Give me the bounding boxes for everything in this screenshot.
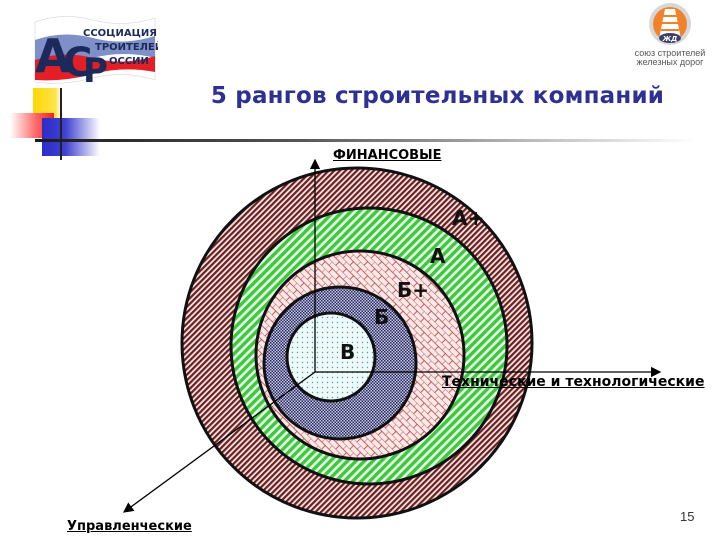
svg-text:А: А xyxy=(35,29,71,83)
svg-text:ЖД: ЖД xyxy=(662,35,678,43)
decor-vertical-line xyxy=(60,88,62,160)
ssjd-logo: ЖД союз строителей железных дорог xyxy=(625,2,715,68)
gear-icon: ЖД xyxy=(649,3,691,45)
asr-flag-icon: А С Р ССОЦИАЦИЯ ТРОИТЕЛЕЙ ОССИИ xyxy=(34,16,158,85)
ring-label-a-plus: А+ xyxy=(452,206,485,230)
svg-text:ОССИИ: ОССИИ xyxy=(109,56,149,67)
decor-blue-square xyxy=(42,118,100,156)
asr-logo: А С Р ССОЦИАЦИЯ ТРОИТЕЛЕЙ ОССИИ xyxy=(33,10,158,85)
svg-text:ССОЦИАЦИЯ: ССОЦИАЦИЯ xyxy=(83,28,157,39)
svg-text:Р: Р xyxy=(83,51,108,85)
svg-text:железных дорог: железных дорог xyxy=(637,57,705,67)
page-title: 5 рангов строительных компаний xyxy=(210,83,665,109)
ring-label-b: Б xyxy=(374,305,390,329)
axis-label-technical: Технические и технологические xyxy=(442,374,705,390)
svg-text:союз строителей: союз строителей xyxy=(635,48,706,58)
axis-label-financial: ФИНАНСОВЫЕ xyxy=(333,148,442,163)
ring-label-a: А xyxy=(430,244,446,268)
header-divider xyxy=(35,139,695,142)
ring-v xyxy=(285,311,377,403)
svg-text:С: С xyxy=(63,40,92,85)
axis-label-management: Управленческие xyxy=(67,519,192,534)
svg-text:ТРОИТЕЛЕЙ: ТРОИТЕЛЕЙ xyxy=(95,40,158,53)
ring-label-v: В xyxy=(340,340,356,364)
axis-diagonal xyxy=(122,371,316,513)
ring-label-b-plus: Б+ xyxy=(397,278,430,302)
page-number: 15 xyxy=(680,509,695,524)
